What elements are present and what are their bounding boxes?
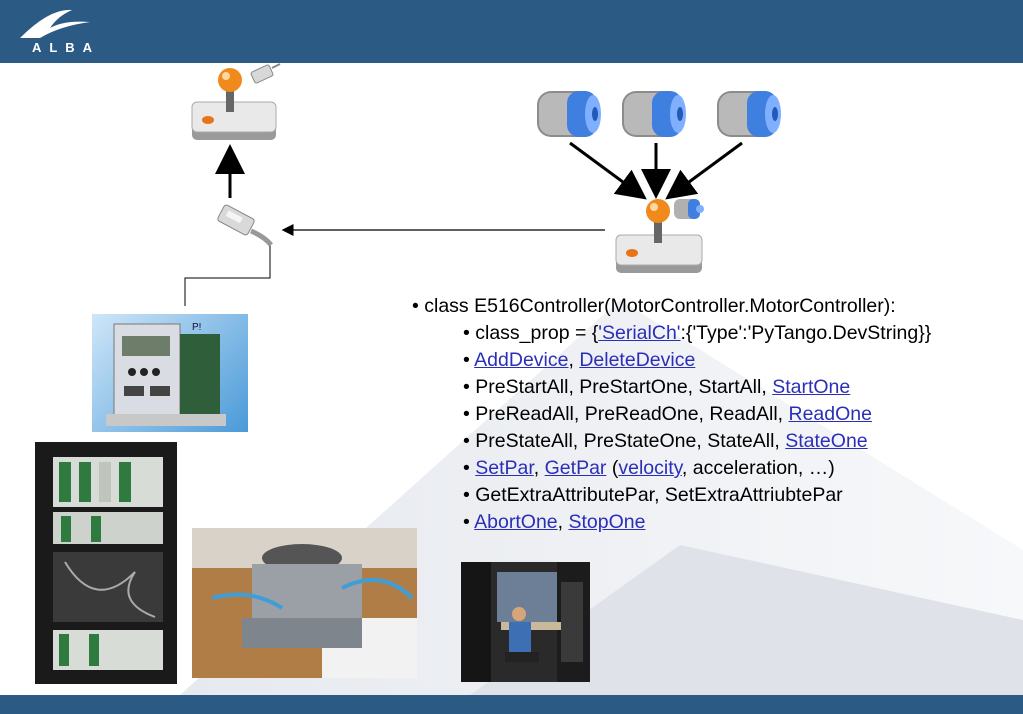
bullet-mark: • [463,511,475,533]
controller-drawing: P! [106,322,226,426]
class-prop-prefix: • class_prop = { [463,322,599,344]
header-bar: ALBA [0,0,1023,63]
bullet-mark: • [463,457,476,479]
class-prop-bullet: • class_prop = {'SerialCh':{'Type':'PyTa… [412,320,931,347]
stateone-link[interactable]: StateOne [785,430,868,452]
adddevice-link[interactable]: AddDevice [474,349,569,371]
state-text: • PreStateAll, PreStateOne, StateAll, [463,430,786,452]
separator: ( [606,457,619,479]
separator: , [533,457,545,479]
start-bullet: • PreStartAll, PreStartOne, StartAll, St… [412,374,931,401]
separator: , [568,349,580,371]
read-text: • PreReadAll, PreReadOne, ReadAll, [463,403,789,425]
controller-label: P! [192,322,201,333]
logo-text: ALBA [31,40,101,55]
motor-stage-drawing [192,528,417,678]
abortone-link[interactable]: AbortOne [474,511,558,533]
joystick-controller-icon [191,63,281,140]
deletedevice-link[interactable]: DeleteDevice [579,349,696,371]
abort-bullet: • AbortOne, StopOne [412,509,931,536]
motor-icon-3 [717,91,781,137]
serialch-link[interactable]: 'SerialCh' [598,322,681,344]
par-rest-text: , acceleration, …) [681,457,835,479]
motor-stage-photo [192,528,417,678]
operator-drawing [461,562,590,682]
operator-photo [461,562,590,682]
state-bullet: • PreStateAll, PreStateOne, StateAll, St… [412,428,931,455]
motor-icon-2 [622,91,686,137]
start-text: • PreStartAll, PreStartOne, StartAll, [463,376,773,398]
rack-photo [35,442,177,684]
add-delete-bullet: • AddDevice, DeleteDevice [412,347,931,374]
readone-link[interactable]: ReadOne [788,403,872,425]
read-bullet: • PreReadAll, PreReadOne, ReadAll, ReadO… [412,401,931,428]
alba-logo: ALBA [10,6,122,58]
controller-photo: P! [92,314,248,432]
logo-swoosh-icon [20,9,90,38]
getpar-link[interactable]: GetPar [544,457,607,479]
motor-icon-1 [537,91,601,137]
rack-drawing [53,457,163,670]
class-prop-suffix: :{'Type':'PyTango.DevString}} [680,322,932,344]
extra-bullet: • GetExtraAttributePar, SetExtraAttriubt… [463,484,843,506]
bullet-mark: • [463,349,475,371]
startone-link[interactable]: StartOne [772,376,851,398]
class-bullet: • class E516Controller(MotorController.M… [412,295,896,317]
par-bullet: • SetPar, GetPar (velocity, acceleration… [412,455,931,482]
stopone-link[interactable]: StopOne [568,511,646,533]
setpar-link[interactable]: SetPar [475,457,534,479]
footer-bar [0,695,1023,714]
separator: , [557,511,569,533]
serial-plug-icon [217,204,273,247]
velocity-link[interactable]: velocity [618,457,682,479]
api-bullet-list: • class E516Controller(MotorController.M… [412,293,931,536]
joystick-motor-icon [615,199,704,273]
